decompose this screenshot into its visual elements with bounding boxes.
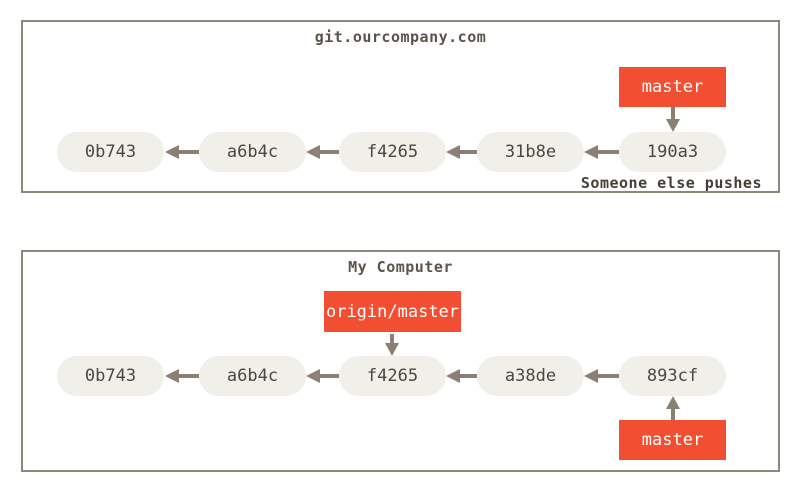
local-master-branch-label: master <box>619 420 726 460</box>
arrow-left-icon <box>306 145 339 159</box>
arrow-left-icon <box>446 145 477 159</box>
arrow-left-icon <box>165 145 199 159</box>
arrow-left-icon <box>306 369 339 383</box>
arrow-down-icon <box>666 107 680 132</box>
commit-node-f4265: f4265 <box>339 132 446 172</box>
arrow-left-icon <box>165 369 199 383</box>
commit-node-a38de: a38de <box>477 356 584 396</box>
origin-master-branch-label: origin/master <box>324 291 461 332</box>
server-master-branch-label: master <box>619 67 726 107</box>
arrow-left-icon <box>446 369 477 383</box>
arrow-down-icon <box>385 334 399 356</box>
commit-node-190a3: 190a3 <box>619 132 726 172</box>
commit-node-893cf: 893cf <box>619 356 726 396</box>
server-repo-box: git.ourcompany.com master 0b743 a6b4c f4… <box>21 20 780 193</box>
commit-node-31b8e: 31b8e <box>477 132 584 172</box>
commit-node-0b743: 0b743 <box>57 356 164 396</box>
arrow-left-icon <box>584 369 619 383</box>
arrow-up-icon <box>666 396 680 420</box>
commit-node-f4265: f4265 <box>339 356 446 396</box>
commit-node-0b743: 0b743 <box>57 132 164 172</box>
someone-else-pushes-note: Someone else pushes <box>580 174 762 192</box>
commit-node-a6b4c: a6b4c <box>199 132 306 172</box>
server-repo-title: git.ourcompany.com <box>314 28 487 46</box>
arrow-left-icon <box>584 145 619 159</box>
commit-node-a6b4c: a6b4c <box>199 356 306 396</box>
local-repo-title: My Computer <box>348 258 453 276</box>
local-repo-box: My Computer origin/master 0b743 a6b4c f4… <box>21 250 780 472</box>
